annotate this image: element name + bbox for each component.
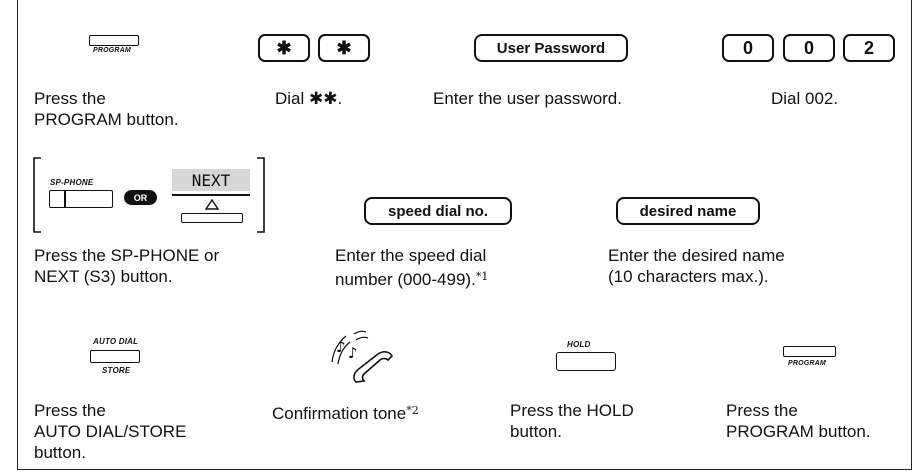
step6-caption: Enter the speed dial number (000-499).*1	[335, 245, 488, 290]
next-button[interactable]	[181, 213, 243, 223]
step9-caption: Confirmation tone*2	[272, 400, 419, 424]
step4-caption: Dial 002.	[771, 89, 839, 108]
step6-caption-text: Enter the speed dial number (000-499).	[335, 246, 487, 289]
handset-tone-icon: ♪ ♪	[331, 330, 393, 383]
sp-phone-button-divider	[64, 191, 66, 207]
store-label: STORE	[102, 366, 131, 375]
triangle-icon	[205, 199, 219, 210]
digit-key-0-second[interactable]: 0	[783, 34, 835, 62]
desired-name-field[interactable]: desired name	[616, 197, 760, 225]
next-divider-line	[172, 194, 250, 196]
star-key-2[interactable]: ✱	[318, 34, 370, 62]
step11-caption: Press the PROGRAM button.	[726, 401, 871, 441]
user-password-field[interactable]: User Password	[474, 34, 628, 62]
hold-button[interactable]	[556, 352, 616, 371]
program-button-2-label: PROGRAM	[788, 360, 826, 367]
program-button[interactable]	[89, 35, 139, 46]
next-softkey-label: NEXT	[172, 169, 250, 191]
sp-phone-button[interactable]	[49, 190, 113, 208]
svg-text:♪: ♪	[348, 344, 358, 362]
digit-key-0-first[interactable]: 0	[722, 34, 774, 62]
step1-caption: Press the PROGRAM button.	[34, 89, 179, 129]
step10-caption: Press the HOLD button.	[510, 401, 634, 441]
step5-caption: Press the SP-PHONE or NEXT (S3) button.	[34, 246, 220, 286]
step2-caption: Dial ✱✱.	[275, 89, 343, 108]
digit-key-2[interactable]: 2	[843, 34, 895, 62]
bracket-group	[33, 157, 265, 233]
hold-label: HOLD	[567, 340, 591, 349]
step3-caption: Enter the user password.	[433, 89, 622, 108]
svg-text:♪: ♪	[336, 338, 346, 356]
auto-dial-label: AUTO DIAL	[93, 337, 139, 346]
program-button-2[interactable]	[783, 346, 836, 357]
or-badge: OR	[124, 190, 157, 205]
footnote-2: *2	[406, 404, 419, 417]
step7-caption: Enter the desired name (10 characters ma…	[608, 246, 785, 286]
auto-dial-store-button[interactable]	[90, 350, 140, 363]
step9-caption-text: Confirmation tone	[272, 404, 407, 423]
or-label: OR	[133, 192, 148, 203]
sp-phone-label: SP-PHONE	[50, 178, 94, 187]
procedure-frame	[17, 0, 912, 470]
program-button-label: PROGRAM	[93, 47, 131, 54]
step8-caption: Press the AUTO DIAL/STORE button.	[34, 401, 187, 462]
footnote-1: *1	[475, 270, 489, 283]
speed-dial-number-field[interactable]: speed dial no.	[364, 197, 512, 225]
star-key-1[interactable]: ✱	[258, 34, 310, 62]
